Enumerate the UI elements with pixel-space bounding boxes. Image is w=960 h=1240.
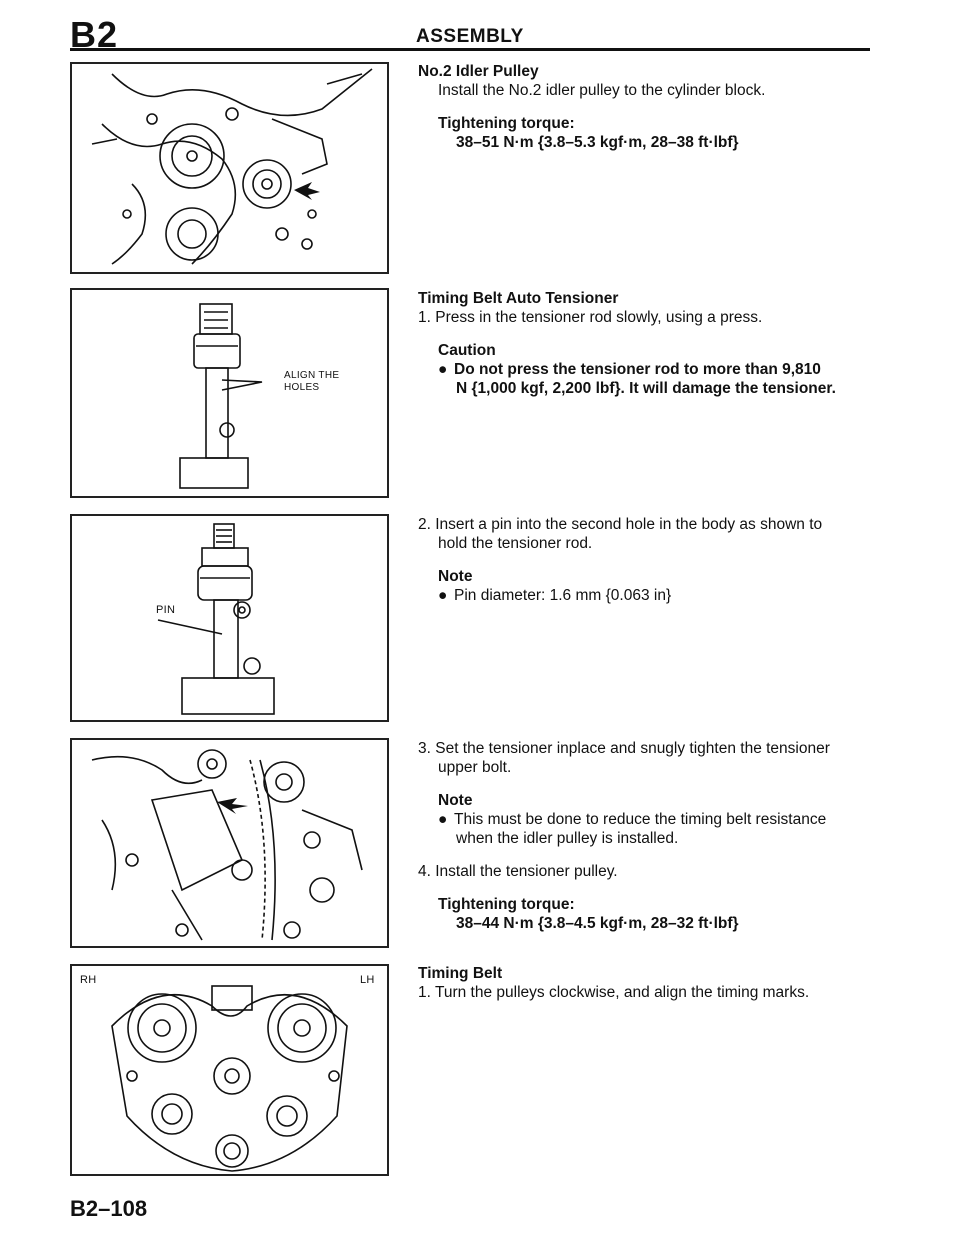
bullet-icon: ● [438,361,448,378]
step-text: 1. Press in the tensioner rod slowly, us… [418,309,763,326]
section-heading: Timing Belt Auto Tensioner [418,290,619,307]
note-label: Note [438,792,473,809]
section-auto-tensioner: Timing Belt Auto Tensioner 1. Press in t… [418,289,870,398]
torque-value: 38–44 N·m {3.8–4.5 kgf·m, 28–32 ft·lbf} [456,915,739,932]
figure-label-pin: PIN [156,604,176,616]
torque-value: 38–51 N·m {3.8–5.3 kgf·m, 28–38 ft·lbf} [456,134,739,151]
caution-bullet: ● Do not press the tensioner rod to more… [438,361,821,378]
figure-timing-belt-pulleys: RH LH [70,964,389,1176]
section-timing-belt: Timing Belt 1. Turn the pulleys clockwis… [418,964,870,1002]
step-text: 2. Insert a pin into the second hole in … [418,516,823,533]
figure-tensioner-installed [70,738,389,948]
tensioner-installed-illustration [91,749,363,941]
step-text: upper bolt. [438,759,512,776]
note-label: Note [438,568,473,585]
torque-label: Tightening torque: [438,115,575,132]
figure-idler-pulley [70,62,389,274]
note-text: when the idler pulley is installed. [456,830,679,847]
section-heading: Timing Belt [418,965,503,982]
step-text: hold the tensioner rod. [438,535,593,552]
caution-label: Caution [438,342,496,359]
section-idler-pulley: No.2 Idler Pulley Install the No.2 idler… [418,62,870,152]
timing-belt-illustration [111,985,348,1172]
tensioner-pin-illustration [157,523,275,715]
step-text: 4. Install the tensioner pulley. [418,863,618,880]
torque-label: Tightening torque: [438,896,575,913]
bullet-icon: ● [438,587,448,604]
step-text: 3. Set the tensioner inplace and snugly … [418,740,830,757]
bullet-icon: ● [438,811,448,828]
figure-label-lh: LH [360,974,375,986]
header-rule [70,48,870,51]
section-heading: No.2 Idler Pulley [418,63,539,80]
page-number: B2–108 [70,1196,148,1221]
section-install-tensioner: 3. Set the tensioner inplace and snugly … [418,739,870,933]
idler-pulley-illustration [91,68,373,265]
page-title: ASSEMBLY [416,26,524,47]
step-text: 1. Turn the pulleys clockwise, and align… [418,984,810,1001]
section-insert-pin: 2. Insert a pin into the second hole in … [418,515,870,605]
note-bullet: ● This must be done to reduce the timing… [438,811,827,828]
note-bullet: ● Pin diameter: 1.6 mm {0.063 in} [438,587,672,604]
figure-tensioner-pin: PIN [70,514,389,722]
caution-text: N {1,000 kgf, 2,200 lbf}. It will damage… [456,380,836,397]
figure-label-rh: RH [80,974,97,986]
instruction-text: Install the No.2 idler pulley to the cyl… [438,82,766,99]
tensioner-press-illustration [179,303,263,489]
